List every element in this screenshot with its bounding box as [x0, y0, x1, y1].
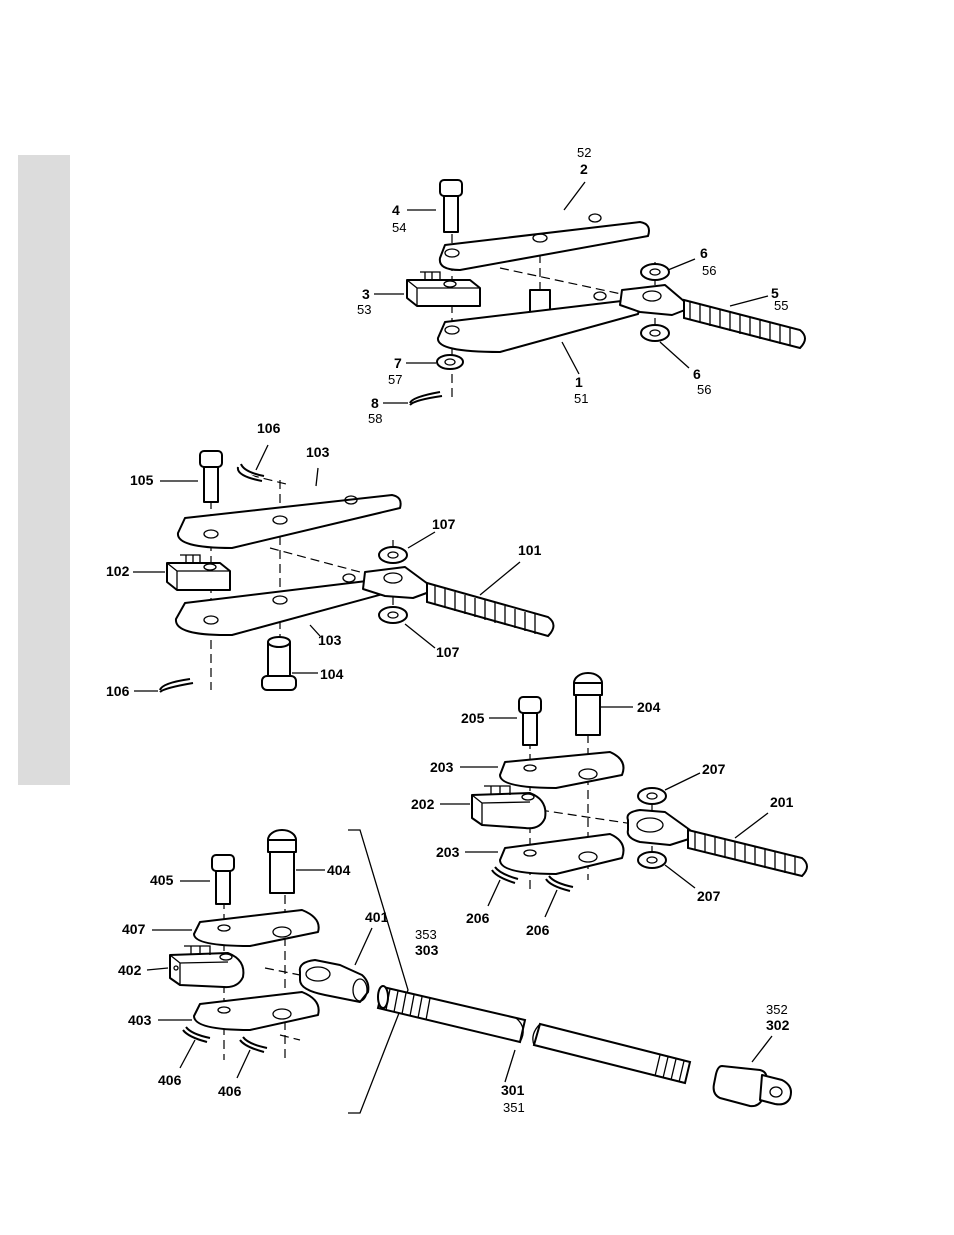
rod-301 — [533, 1024, 690, 1083]
label-302: 302 — [766, 1017, 790, 1033]
label-6-top: 6 — [700, 245, 708, 261]
label-205: 205 — [461, 710, 485, 726]
plate-203-bottom — [500, 834, 624, 874]
assembly-300 — [348, 830, 791, 1113]
label-206-left: 206 — [466, 910, 490, 926]
label-58: 58 — [368, 411, 382, 426]
label-104: 104 — [320, 666, 344, 682]
label-55: 55 — [774, 298, 788, 313]
plate-2 — [440, 222, 649, 270]
bolt-405 — [212, 855, 234, 904]
washer-6-bottom — [641, 325, 669, 341]
label-207-top: 207 — [702, 761, 726, 777]
label-351: 351 — [503, 1100, 525, 1115]
label-2: 2 — [580, 161, 588, 177]
cotter-pin-406-right — [240, 1037, 267, 1052]
assembly-1 — [374, 180, 805, 405]
label-402: 402 — [118, 962, 142, 978]
label-204: 204 — [637, 699, 661, 715]
bolt-205 — [519, 697, 541, 745]
label-56-top: 56 — [702, 263, 716, 278]
label-303: 303 — [415, 942, 439, 958]
plate-403 — [194, 992, 319, 1030]
block-402 — [170, 946, 243, 987]
block-202 — [472, 786, 545, 828]
label-406-right: 406 — [218, 1083, 242, 1099]
label-52: 52 — [577, 145, 591, 160]
label-101: 101 — [518, 542, 542, 558]
label-407: 407 — [122, 921, 146, 937]
label-403: 403 — [128, 1012, 152, 1028]
cotter-pin-106-bottom — [160, 679, 193, 692]
label-54: 54 — [392, 220, 406, 235]
label-51: 51 — [574, 391, 588, 406]
washer-7 — [437, 355, 463, 369]
label-207-bottom: 207 — [697, 888, 721, 904]
washer-107-bottom — [379, 607, 407, 623]
label-107-top: 107 — [432, 516, 456, 532]
label-203-top: 203 — [430, 759, 454, 775]
pin-404 — [268, 830, 296, 893]
end-fitting-302 — [714, 1066, 791, 1106]
pin-204 — [574, 673, 602, 735]
cotter-pin-8 — [410, 392, 442, 405]
cotter-pin-406-left — [183, 1027, 210, 1042]
label-405: 405 — [150, 872, 174, 888]
label-203-bottom: 203 — [436, 844, 460, 860]
bolt-4 — [440, 180, 462, 232]
label-352: 352 — [766, 1002, 788, 1017]
assembly-100 — [133, 445, 554, 692]
plate-203-top — [500, 752, 624, 788]
label-4: 4 — [392, 202, 400, 218]
label-105: 105 — [130, 472, 154, 488]
label-406-left: 406 — [158, 1072, 182, 1088]
label-102: 102 — [106, 563, 130, 579]
cotter-pin-106-top — [238, 464, 264, 481]
label-301: 301 — [501, 1082, 525, 1098]
plate-407 — [194, 910, 319, 946]
label-8: 8 — [371, 395, 379, 411]
label-404: 404 — [327, 862, 351, 878]
bolt-105 — [200, 451, 222, 502]
pin-104 — [262, 637, 296, 690]
washer-107-top — [379, 547, 407, 563]
label-1: 1 — [575, 374, 583, 390]
label-201: 201 — [770, 794, 794, 810]
label-103-bottom: 103 — [318, 632, 342, 648]
label-56-bottom: 56 — [697, 382, 711, 397]
label-57: 57 — [388, 372, 402, 387]
washer-207-bottom — [638, 852, 666, 868]
label-202: 202 — [411, 796, 435, 812]
block-3 — [407, 272, 480, 306]
label-206-right: 206 — [526, 922, 550, 938]
sidebar-band — [18, 155, 70, 785]
label-353: 353 — [415, 927, 437, 942]
label-3: 3 — [362, 286, 370, 302]
label-103-top: 103 — [306, 444, 330, 460]
label-106-bottom: 106 — [106, 683, 130, 699]
block-102 — [167, 555, 230, 590]
assembly-200 — [440, 673, 807, 917]
label-7: 7 — [394, 355, 402, 371]
label-107-bottom: 107 — [436, 644, 460, 660]
label-6-bottom: 6 — [693, 366, 701, 382]
label-106-top: 106 — [257, 420, 281, 436]
label-401: 401 — [365, 909, 389, 925]
cotter-pin-206-right — [546, 876, 573, 891]
rod-end-101 — [363, 567, 554, 636]
washer-207-top — [638, 788, 666, 804]
washer-6-top — [641, 264, 669, 280]
rod-303 — [378, 986, 525, 1042]
label-53: 53 — [357, 302, 371, 317]
